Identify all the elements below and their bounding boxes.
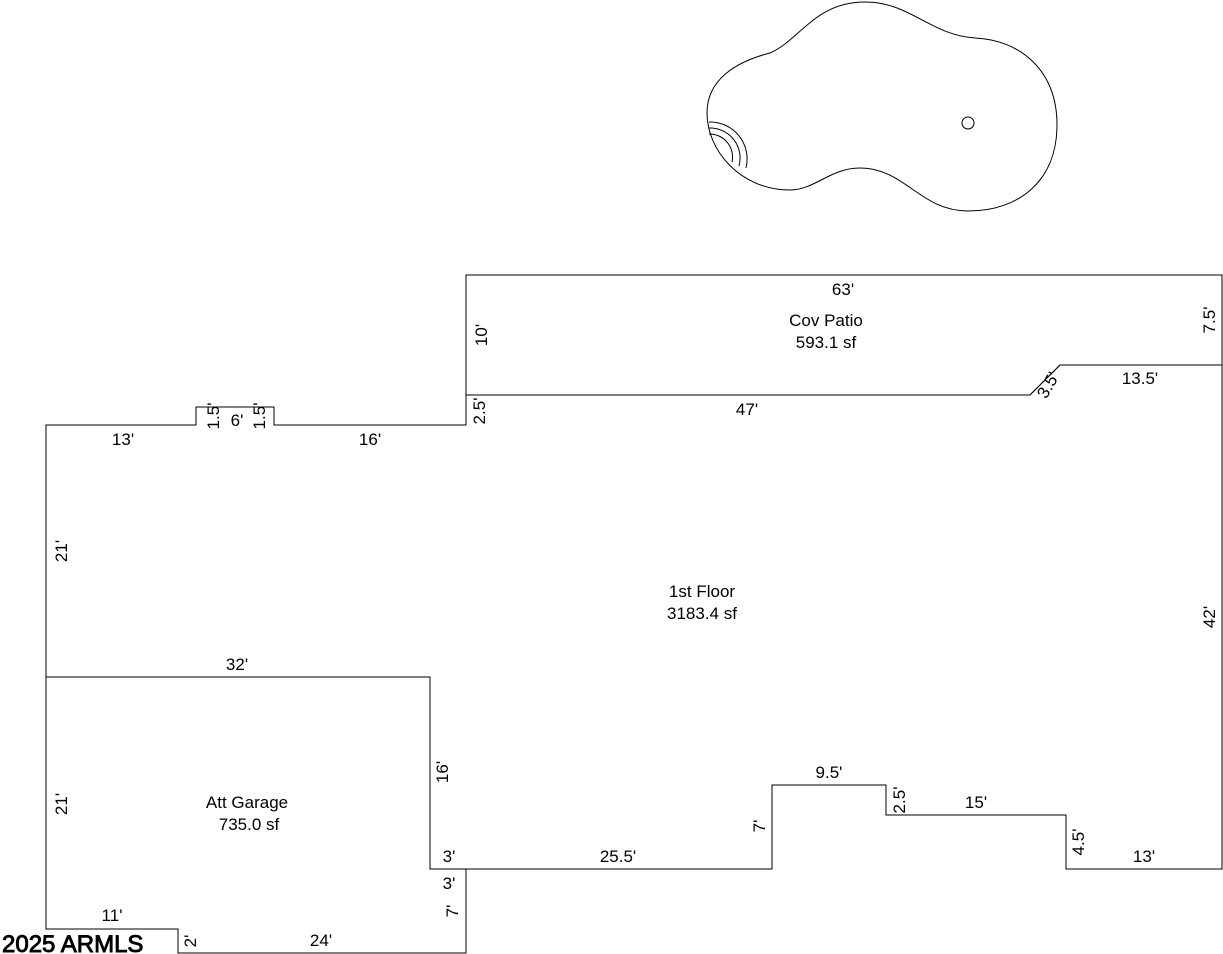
dim-patio-top: 63' xyxy=(832,280,854,299)
dim-garage-small: 2' xyxy=(181,935,200,948)
dim-garage-ledge: 3' xyxy=(443,847,456,866)
dim-garage-left: 21' xyxy=(52,793,71,815)
dim-garage-bottom-left: 11' xyxy=(102,906,123,925)
watermark: 2025 ARMLS xyxy=(2,931,143,954)
dim-garage-lower-right: 7' xyxy=(443,905,462,918)
dim-garage-ledge2: 3' xyxy=(443,874,456,893)
dim-bump-top: 6' xyxy=(231,411,244,430)
dim-bottom-long: 25.5' xyxy=(600,847,636,866)
dim-bump-right: 1.5' xyxy=(250,403,269,430)
dim-bump-left: 1.5' xyxy=(204,403,223,430)
dim-top-mid: 16' xyxy=(359,430,381,449)
dim-bottom-mid: 15' xyxy=(965,793,987,812)
dim-bottom-right: 13' xyxy=(1133,847,1155,866)
dim-garage-top: 32' xyxy=(226,655,248,674)
floor-area: 3183.4 sf xyxy=(667,604,737,623)
dim-step-up: 2.5' xyxy=(470,398,489,425)
pool-outline xyxy=(706,1,1058,212)
garage-outline xyxy=(45,676,467,954)
dim-bottom-right-step: 4.5' xyxy=(1069,829,1088,856)
dim-left-top: 13' xyxy=(112,430,134,449)
dim-notch-top: 9.5' xyxy=(816,763,843,782)
dim-garage-bottom: 24' xyxy=(310,931,332,950)
dim-patio-right: 7.5' xyxy=(1200,307,1219,334)
floor-name: 1st Floor xyxy=(669,582,735,601)
pool-drain-icon xyxy=(961,116,975,130)
first-floor-outline xyxy=(45,364,1223,870)
dim-notch-right: 2.5' xyxy=(890,787,909,814)
garage-name: Att Garage xyxy=(206,793,288,812)
dim-patio-left: 10' xyxy=(472,324,491,346)
dim-garage-right: 16' xyxy=(433,761,452,783)
pool xyxy=(706,1,1058,212)
patio-area: 593.1 sf xyxy=(796,333,857,352)
garage-area: 735.0 sf xyxy=(219,815,280,834)
dim-right-side: 42' xyxy=(1200,606,1219,628)
dim-patio-diag: 3.5' xyxy=(1033,369,1063,402)
dim-patio-bottom: 47' xyxy=(736,400,758,419)
dim-notch-left: 7' xyxy=(750,820,769,833)
patio-name: Cov Patio xyxy=(789,311,863,330)
pool-steps-icon xyxy=(708,121,748,169)
dim-left-side: 21' xyxy=(52,540,71,562)
dim-patio-step: 13.5' xyxy=(1122,369,1158,388)
